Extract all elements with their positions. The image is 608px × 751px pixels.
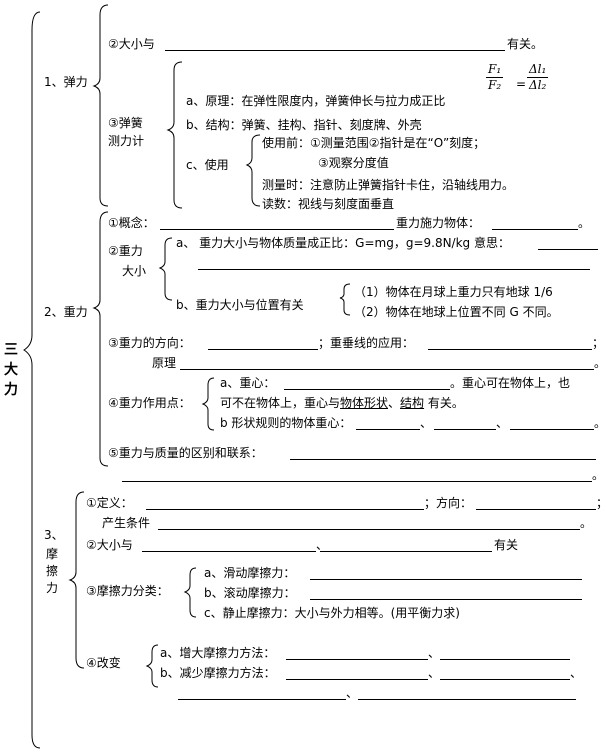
gravity-concept-label: ①概念： — [108, 216, 155, 230]
separator: 、 — [316, 538, 329, 552]
elastic-heading: 1、弹力 — [44, 75, 88, 89]
period: 。 — [580, 516, 593, 530]
spring-label-1: ③弹簧 — [108, 116, 143, 130]
center-of-gravity-note: 。重心可在物体上，也 — [450, 376, 571, 390]
friction-heading: 摩擦力 — [46, 547, 59, 595]
plumb-line-label: ；重垂线的应用： — [318, 336, 415, 350]
decrease-friction-blank-1[interactable] — [286, 679, 428, 680]
rolling-friction-label: b、滚动摩擦力： — [204, 586, 296, 600]
gravity-point-label: ④重力作用点： — [108, 396, 191, 410]
increase-friction-blank-1[interactable] — [286, 659, 428, 660]
separator: 、 — [496, 416, 509, 430]
gravity-proportional-text: a、 重力大小与物体质量成正比：G=mg，g=9.8N/kg 意思： — [176, 236, 510, 250]
center-of-gravity-blank[interactable] — [284, 389, 450, 390]
measuring-note: 测量时：注意防止弹簧指针卡住，沿轴线用力。 — [262, 178, 515, 192]
separator: 、 — [420, 416, 433, 430]
period: 。 — [592, 468, 605, 482]
static-friction-text: c、静止摩擦力：大小与外力相等。(用平衡力求) — [204, 606, 460, 620]
gravity-heading: 2、重力 — [44, 305, 88, 319]
plumb-principle-label: 原理 — [152, 356, 177, 370]
friction-size-suffix: 有关 — [494, 538, 519, 552]
friction-definition-blank[interactable] — [146, 509, 424, 510]
separator: 、 — [570, 666, 583, 680]
gravity-mass-difference-blank-2[interactable] — [122, 481, 592, 482]
friction-definition-label: ①定义： — [86, 496, 133, 510]
separator: 、 — [428, 666, 441, 680]
decrease-friction-blank-2[interactable] — [440, 679, 570, 680]
gravity-source-blank[interactable] — [492, 229, 578, 230]
gravity-concept-blank[interactable] — [160, 229, 394, 230]
friction-direction-blank[interactable] — [476, 509, 596, 510]
elastic-size-blank[interactable] — [165, 50, 505, 51]
force-ratio-fraction: F₁ F₂ — [486, 62, 504, 92]
spring-structure: b、结构：弹簧、挂构、指针、刻度牌、外壳 — [186, 118, 422, 132]
elastic-size-label: ②大小与 — [108, 37, 155, 51]
before-use-1: 使用前：①测量范围②指针是在“O”刻度； — [262, 136, 486, 150]
regular-shape-label: b 形状规则的物体重心： — [220, 416, 352, 430]
center-of-gravity-note-2: 可不在物体上，重心与物体形状、结构 有关。 — [220, 396, 464, 410]
regular-shape-blank-3[interactable] — [510, 429, 594, 430]
period: 。 — [578, 216, 591, 230]
sliding-friction-blank[interactable] — [310, 579, 582, 580]
semicolon: ； — [592, 336, 605, 350]
friction-size-label: ②大小与 — [86, 538, 133, 552]
gravity-mass-difference-blank[interactable] — [290, 459, 596, 460]
friction-condition-label: 产生条件 — [102, 516, 151, 530]
gravity-moon-item: （1）物体在月球上重力只有地球 1/6 — [354, 285, 553, 299]
period: 。 — [594, 416, 607, 430]
plumb-principle-blank[interactable] — [180, 369, 594, 370]
gravity-meaning-blank-2[interactable] — [198, 269, 590, 270]
rolling-friction-blank[interactable] — [310, 599, 582, 600]
friction-size-blank-1[interactable] — [142, 551, 316, 552]
spring-principle: a、原理：在弹性限度内，弹簧伸长与拉力成正比 — [186, 94, 446, 108]
decrease-friction-label: b、减少摩擦力方法： — [160, 666, 276, 680]
friction-direction-label: ；方向： — [424, 496, 473, 510]
gravity-size-label-1: ②重力 — [108, 244, 143, 258]
spring-label-2: 测力计 — [108, 134, 145, 148]
separator: 、 — [346, 686, 359, 700]
decrease-friction-blank-3[interactable] — [178, 699, 346, 700]
regular-shape-blank-1[interactable] — [356, 429, 420, 430]
center-of-gravity-label: a、重心： — [220, 376, 276, 390]
decrease-friction-blank-4[interactable] — [358, 699, 576, 700]
friction-heading-number: 3、 — [44, 528, 64, 542]
increase-friction-label: a、增大摩擦力方法： — [160, 646, 276, 660]
regular-shape-blank-2[interactable] — [434, 429, 496, 430]
friction-size-blank-2[interactable] — [320, 551, 492, 552]
gravity-direction-blank[interactable] — [208, 349, 318, 350]
spring-use-label: c、使用 — [186, 158, 229, 172]
friction-condition-blank[interactable] — [158, 529, 580, 530]
extension-ratio-fraction: Δl₁ Δl₂ — [527, 62, 549, 92]
gravity-direction-label: ③重力的方向： — [108, 336, 191, 350]
sliding-friction-label: a、滑动摩擦力： — [204, 566, 296, 580]
reading-note: 读数：视线与刻度面垂直 — [262, 197, 395, 211]
gravity-size-label-2: 大小 — [122, 264, 147, 278]
friction-change-label: ④改变 — [86, 656, 121, 670]
friction-types-label: ③摩擦力分类： — [86, 584, 169, 598]
gravity-position-text: b、重力大小与位置有关 — [176, 298, 304, 312]
elastic-size-suffix: 有关。 — [507, 37, 544, 51]
separator: 、 — [428, 646, 441, 660]
period: 。 — [594, 356, 607, 370]
increase-friction-blank-2[interactable] — [440, 659, 570, 660]
semicolon: ； — [596, 496, 608, 510]
gravity-meaning-blank[interactable] — [538, 249, 598, 250]
gravity-source-label: 重力施力物体： — [396, 216, 481, 230]
gravity-earth-item: （2）物体在地球上位置不同 G 不同。 — [354, 305, 559, 319]
plumb-line-blank[interactable] — [428, 349, 592, 350]
equals-sign: = — [516, 77, 527, 91]
page-title: 三大力 — [4, 342, 18, 398]
before-use-2: ③观察分度值 — [318, 156, 389, 170]
gravity-mass-difference-label: ⑤重力与质量的区别和联系： — [108, 446, 263, 460]
